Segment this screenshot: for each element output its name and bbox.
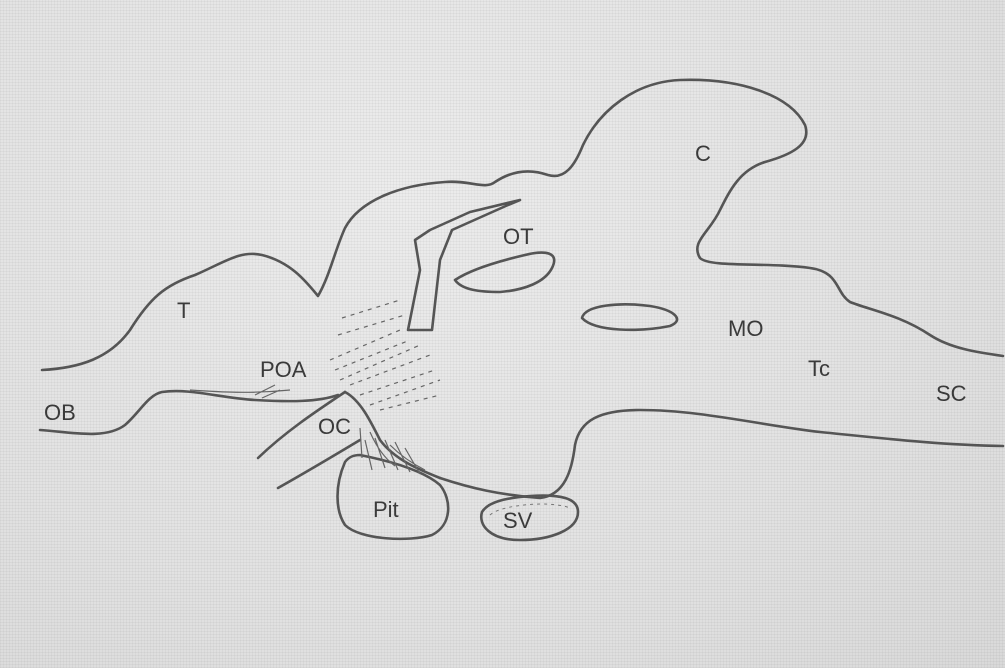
label-olfactory-bulb: OB [44, 400, 76, 426]
label-medulla-oblongata: MO [728, 316, 763, 342]
optic-tectum-inner [408, 200, 520, 330]
label-optic-tectum: OT [503, 224, 534, 250]
ventral-brainstem-outline [440, 410, 1003, 498]
label-pituitary: Pit [373, 497, 399, 523]
poa-fibers [190, 385, 290, 398]
label-spinal-cord: SC [936, 381, 967, 407]
label-saccus-vasculosus: SV [503, 508, 532, 534]
hypothalamus-edge [345, 392, 440, 478]
optic-nerve-lower [278, 440, 360, 488]
label-telencephalon: T [177, 298, 190, 324]
label-optic-chiasm: OC [318, 414, 351, 440]
label-tegmentum: Tc [808, 356, 830, 382]
tectum-ventricle [455, 253, 554, 292]
label-cerebellum: C [695, 141, 711, 167]
label-preoptic-area: POA [260, 357, 306, 383]
medulla-oval [582, 304, 677, 329]
